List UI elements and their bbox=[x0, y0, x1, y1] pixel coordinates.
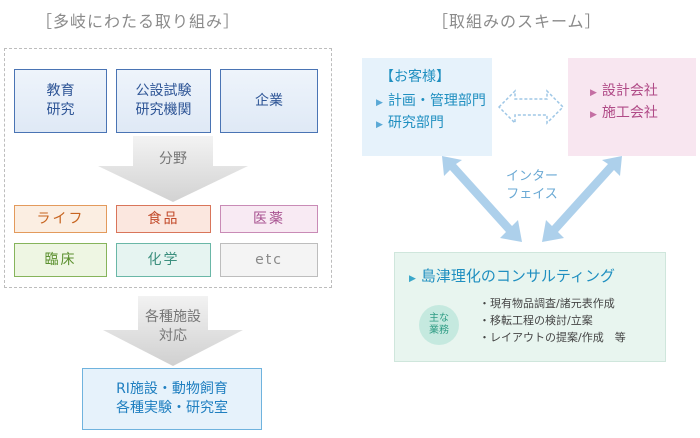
customer-item-planning-text: 計画・管理部門 bbox=[387, 92, 486, 109]
partner-item-construction: ▶ 施工会社 bbox=[590, 102, 696, 124]
customer-box: 【お客様】 ▶ 計画・管理部門 ▶ 研究部門 bbox=[362, 58, 492, 156]
field-label-chemistry: 化学 bbox=[147, 251, 180, 268]
consulting-title-row: ▶ 島津理化のコンサルティング bbox=[409, 265, 615, 286]
org-box-public-research: 公設試験 研究機関 bbox=[116, 69, 211, 133]
arrow-partners-consulting bbox=[542, 156, 622, 242]
org-box-company: 企業 bbox=[220, 69, 318, 133]
org-box-education: 教育 研究 bbox=[14, 69, 107, 133]
customer-item-research-text: 研究部門 bbox=[387, 115, 444, 132]
customer-heading: 【お客様】 bbox=[380, 69, 450, 85]
facility-down-arrow bbox=[103, 296, 243, 366]
duties-badge-text: 主な 業務 bbox=[429, 312, 449, 337]
consulting-box: ▶ 島津理化のコンサルティング 主な 業務 ・現有物品調査/諸元表作成 ・移転工程… bbox=[394, 252, 666, 362]
left-title: ［多岐にわたる取り組み］ bbox=[36, 12, 241, 31]
arrow-customer-consulting bbox=[442, 156, 522, 242]
duty-item: ・レイアウトの提案/作成 等 bbox=[479, 331, 626, 345]
partners-box: ▶ 設計会社 ▶ 施工会社 bbox=[568, 58, 696, 156]
field-label-clinical: 臨床 bbox=[44, 251, 77, 268]
customer-item-research: ▶ 研究部門 bbox=[376, 112, 492, 134]
interface-label: インター フェイス bbox=[505, 169, 558, 203]
left-dashed-frame bbox=[4, 48, 332, 288]
field-down-arrow bbox=[98, 136, 248, 202]
duties-list: ・現有物品調査/諸元表作成 ・移転工程の検討/立案 ・レイアウトの提案/作成 等 bbox=[479, 295, 626, 346]
field-label: 分野 bbox=[159, 151, 187, 167]
field-label-etc: etc bbox=[255, 251, 283, 268]
duty-item: ・移転工程の検討/立案 bbox=[479, 314, 593, 328]
field-box-clinical: 臨床 bbox=[14, 243, 107, 277]
field-box-food: 食品 bbox=[116, 205, 211, 233]
triangle-bullet-icon: ▶ bbox=[376, 97, 383, 108]
field-box-etc: etc bbox=[220, 243, 318, 277]
org-label-public-research: 公設試験 研究機関 bbox=[135, 83, 192, 118]
org-label-education: 教育 研究 bbox=[46, 83, 75, 118]
facility-arrow-label: 各種施設 対応 bbox=[145, 309, 201, 344]
duty-item: ・現有物品調査/諸元表作成 bbox=[479, 297, 615, 310]
partner-item-design: ▶ 設計会社 bbox=[590, 80, 696, 102]
triangle-bullet-icon: ▶ bbox=[590, 88, 597, 98]
partner-item-design-text: 設計会社 bbox=[601, 83, 658, 99]
field-label-food: 食品 bbox=[147, 210, 180, 227]
facilities-text: RI施設・動物飼育 各種実験・研究室 bbox=[116, 381, 228, 416]
field-label-pharma: 医薬 bbox=[253, 210, 285, 227]
duties-badge: 主な 業務 bbox=[419, 305, 459, 345]
field-box-pharma: 医薬 bbox=[220, 205, 318, 233]
field-box-life: ライフ bbox=[14, 205, 107, 233]
org-label-company: 企業 bbox=[255, 92, 283, 109]
triangle-bullet-icon: ▶ bbox=[590, 110, 597, 121]
triangle-bullet-icon: ▶ bbox=[409, 274, 416, 284]
field-box-chemistry: 化学 bbox=[116, 243, 211, 277]
partner-item-construction-text: 施工会社 bbox=[601, 105, 658, 122]
dashed-double-arrow bbox=[498, 89, 564, 125]
facilities-box: RI施設・動物飼育 各種実験・研究室 bbox=[82, 368, 262, 430]
customer-item-planning: ▶ 計画・管理部門 bbox=[376, 90, 492, 112]
diagonal-arrows bbox=[442, 156, 622, 242]
consulting-title: 島津理化のコンサルティング bbox=[420, 267, 616, 285]
right-title: ［取組みのスキーム］ bbox=[432, 12, 602, 31]
triangle-bullet-icon: ▶ bbox=[376, 120, 383, 131]
field-label-life: ライフ bbox=[36, 210, 85, 227]
